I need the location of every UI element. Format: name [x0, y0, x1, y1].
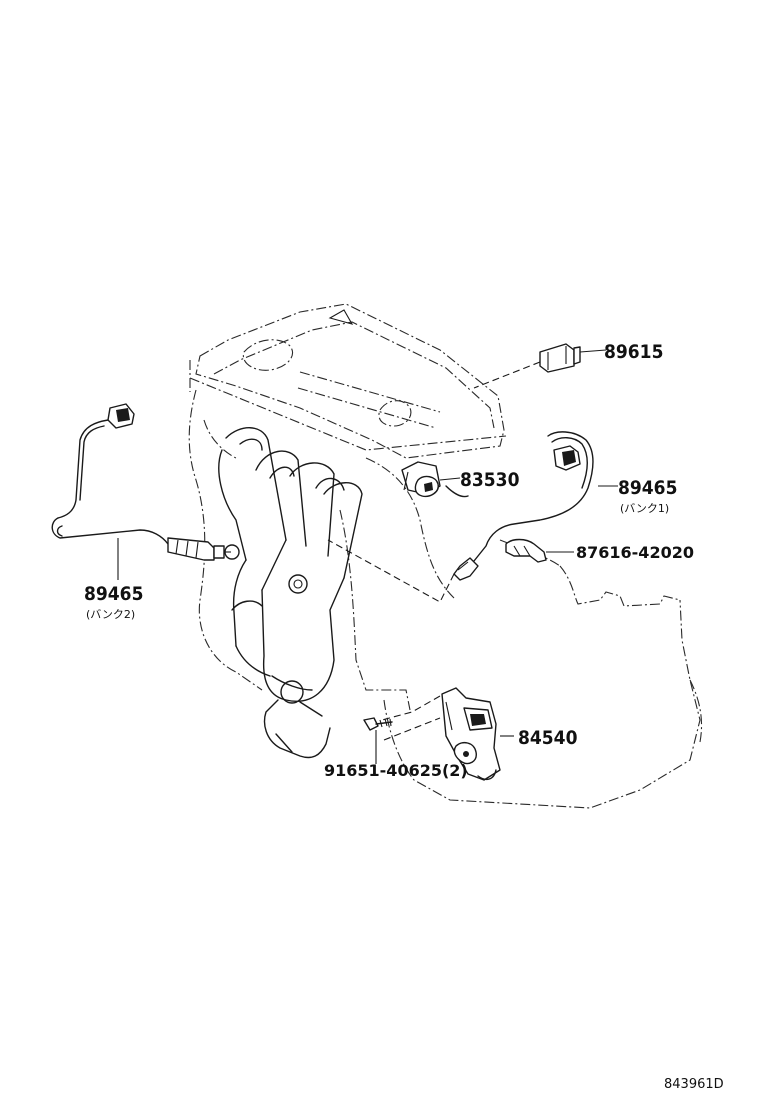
- part-84540: 84540: [518, 727, 578, 749]
- part-89465-bank1: 89465: [618, 477, 677, 499]
- part-83530: 83530: [460, 469, 520, 491]
- part-89465-bank1-note: (バンク1): [620, 502, 669, 515]
- reference-code: 843961D: [664, 1077, 724, 1092]
- exhaust-manifold: [218, 427, 363, 759]
- part-87616-42020: 87616-42020: [576, 543, 694, 562]
- wire-clamp: [505, 538, 574, 563]
- engine-outline: [188, 303, 703, 809]
- knock-sensor: [473, 343, 607, 389]
- part-89615: 89615: [604, 341, 663, 363]
- o2-sensor-bank2: [51, 403, 234, 580]
- part-89465-bank2-note: (バンク2): [86, 608, 135, 621]
- neutral-start-switch: [381, 687, 514, 781]
- bolt: [363, 717, 393, 764]
- o2-sensor-bank1: [327, 431, 618, 603]
- part-91651-40625: 91651-40625(2): [324, 761, 468, 780]
- part-89465-bank2: 89465: [84, 583, 143, 605]
- oil-pressure-switch: [401, 461, 469, 498]
